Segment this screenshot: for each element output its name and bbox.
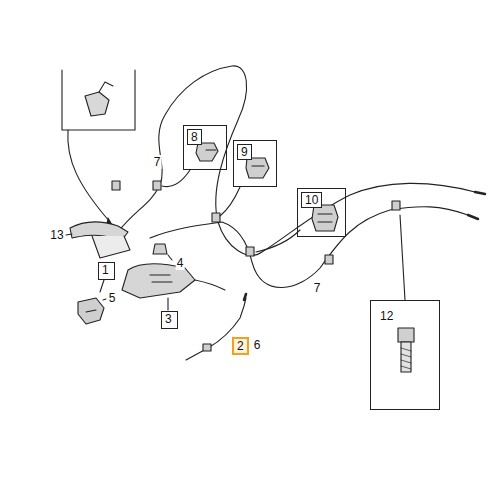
short-cable	[186, 298, 246, 360]
callout-number: 12	[377, 309, 396, 323]
clip-part	[252, 165, 264, 166]
inset-frame	[62, 70, 135, 130]
detail-inset: 9	[233, 140, 277, 187]
clip-part	[312, 205, 338, 231]
leader-line	[66, 234, 72, 235]
cable-clip	[112, 181, 120, 190]
switch-part	[86, 310, 96, 312]
leader-line	[100, 280, 104, 292]
callout-number: 8	[187, 129, 202, 145]
callout-number: 1	[102, 263, 109, 277]
callout-box: 2	[232, 337, 249, 355]
cable-clip	[392, 201, 400, 210]
callout-box: 1	[98, 262, 115, 280]
leader-line	[162, 170, 190, 187]
leader-line	[168, 255, 172, 260]
callout-number: 2	[237, 339, 244, 353]
callout-number: 4	[176, 256, 185, 270]
bracket-part	[85, 92, 109, 116]
leader-line	[256, 230, 300, 252]
callout-box: 3	[161, 311, 178, 329]
callout-number: 6	[253, 338, 262, 352]
callout-number: 3	[165, 312, 172, 326]
detail-inset: 8	[183, 125, 227, 170]
clip-part	[196, 143, 218, 161]
cable-clip	[325, 255, 333, 264]
callout-number: 9	[237, 144, 252, 160]
callout-number: 10	[301, 192, 322, 208]
leader-line	[400, 215, 405, 300]
detail-inset: 12	[370, 300, 440, 410]
bolt-thread	[401, 348, 411, 369]
callout-number: 5	[108, 291, 117, 305]
callout-number: 13	[49, 228, 64, 242]
cable-clip	[246, 247, 254, 256]
callout-number: 7	[153, 155, 162, 169]
leader-line	[167, 298, 168, 310]
cable-fitting	[203, 344, 211, 351]
brake-cable	[150, 207, 468, 288]
cable-clip	[153, 181, 161, 190]
leader-line	[68, 130, 110, 222]
leader-line	[220, 187, 240, 216]
bracket-part	[99, 82, 113, 92]
cable-end	[468, 215, 478, 219]
bolt-head	[398, 328, 414, 342]
clip-part	[318, 214, 332, 222]
leader-line	[103, 299, 106, 300]
bolt-shank	[401, 342, 411, 372]
brake-cable	[195, 280, 225, 290]
clip-part	[246, 158, 269, 178]
lever-base	[92, 236, 130, 258]
cable-end	[475, 192, 485, 194]
cable-end	[244, 294, 246, 300]
lever-cover	[150, 275, 172, 282]
cable-clip	[212, 213, 220, 222]
brake-cable	[118, 66, 475, 255]
switch-part	[78, 298, 104, 324]
callout-number: 7	[313, 281, 322, 295]
clip-part	[153, 244, 167, 254]
clip-part	[206, 149, 216, 150]
detail-inset: 10	[297, 188, 346, 237]
